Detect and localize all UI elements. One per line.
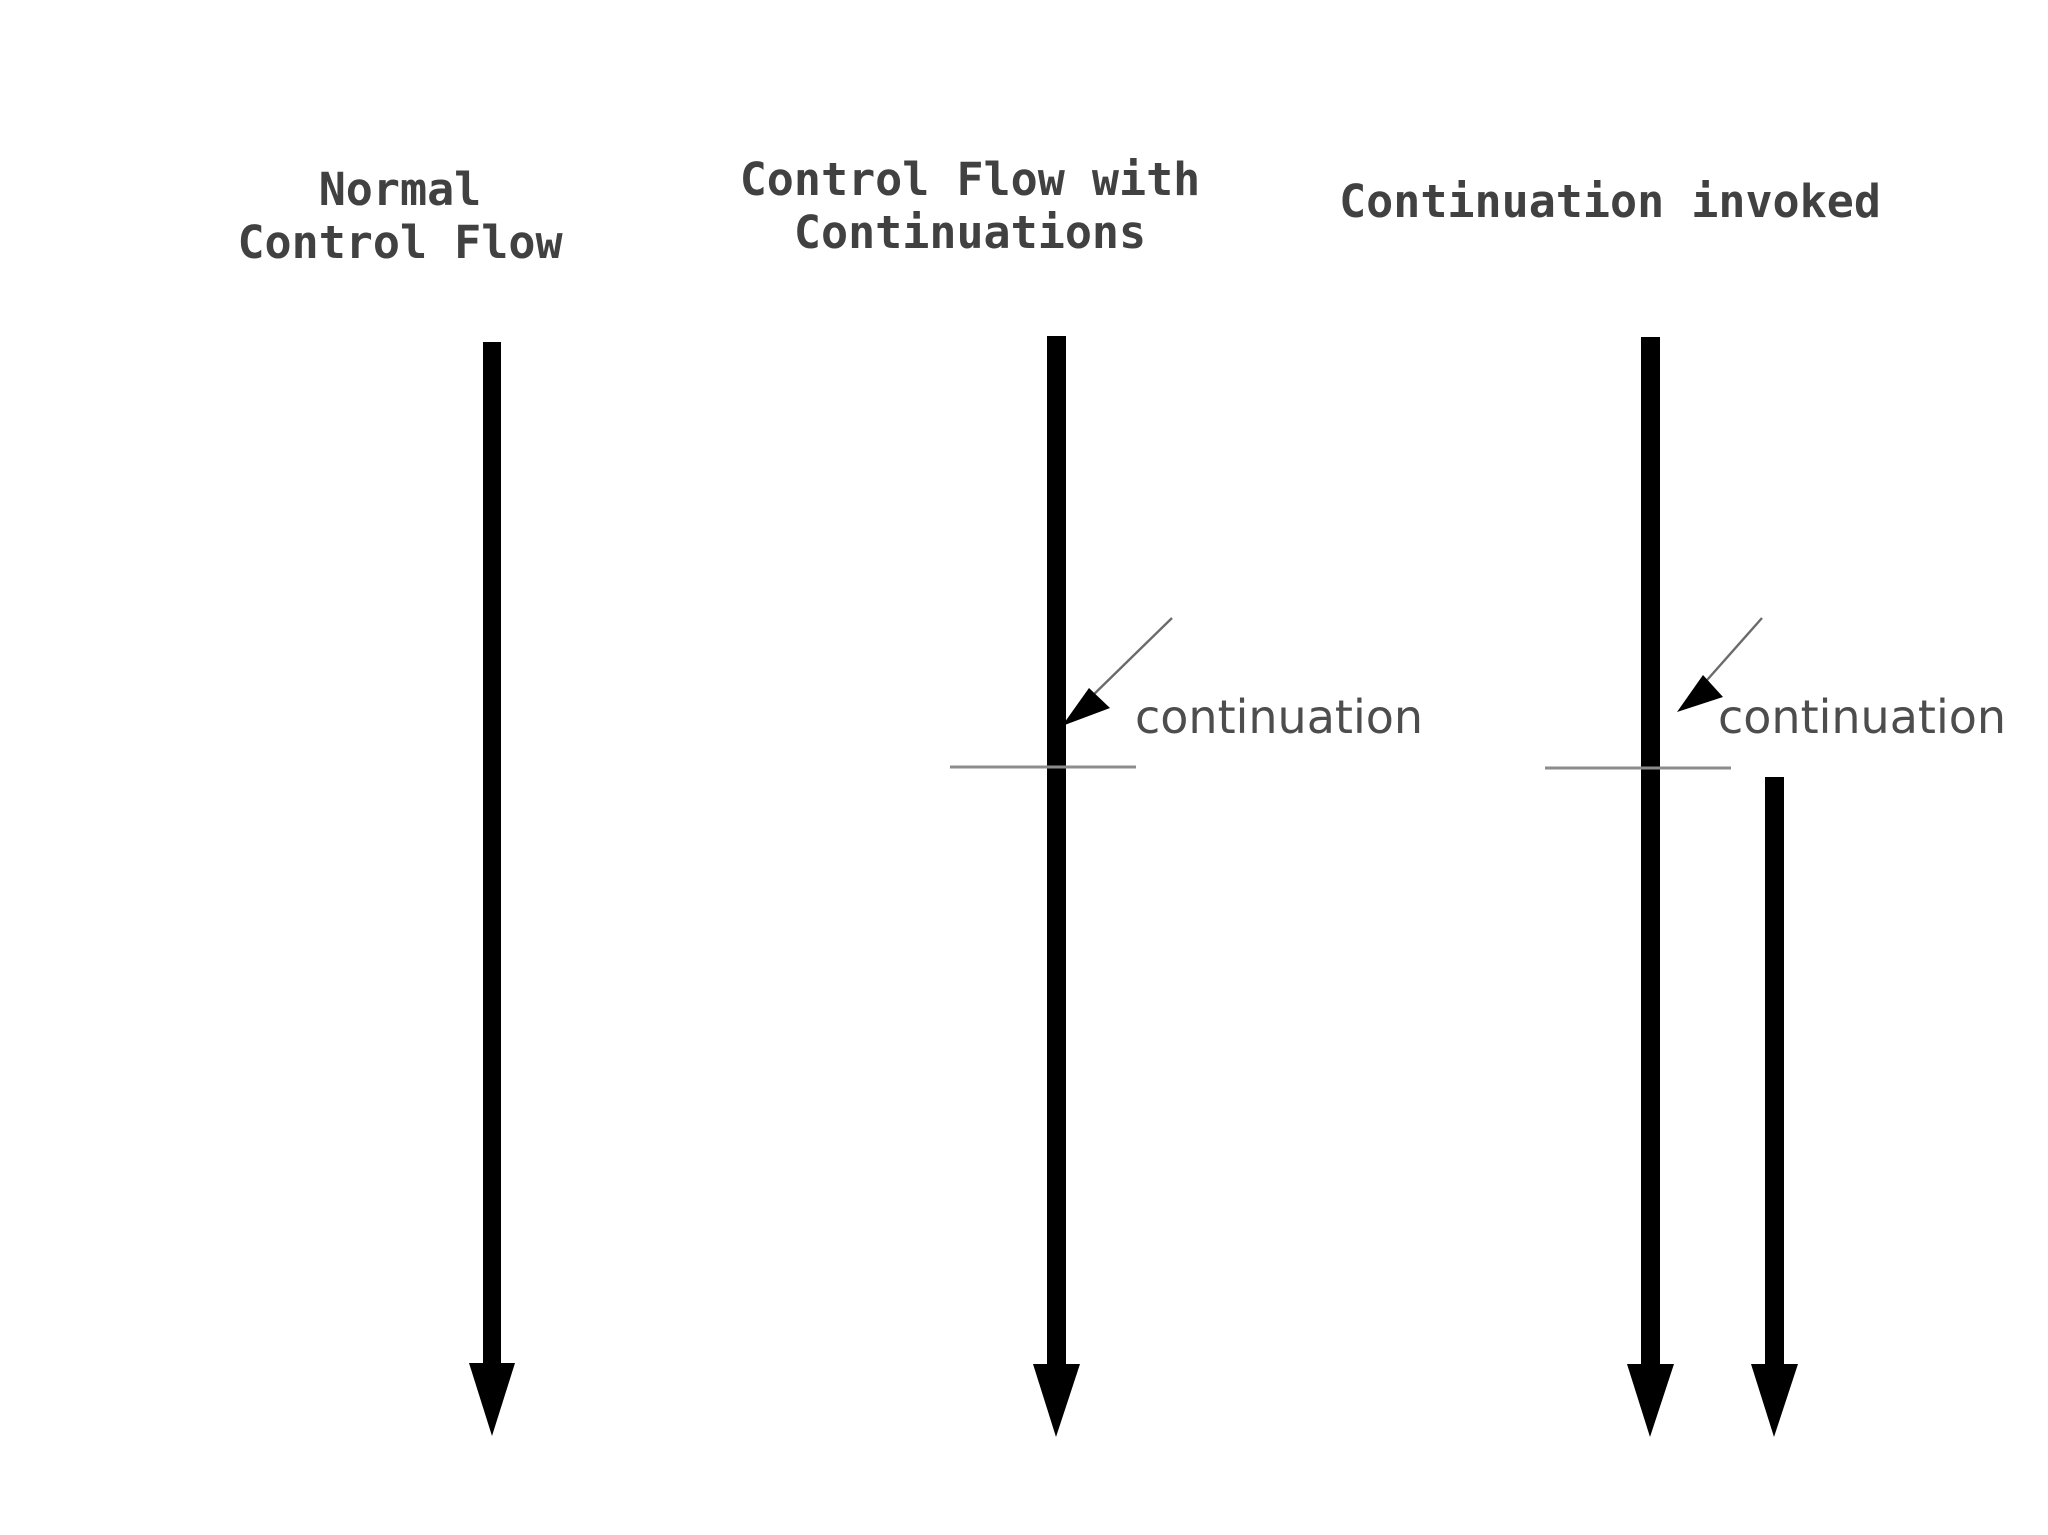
arrowhead-down-icon-invoked-branch <box>1751 1364 1798 1437</box>
control-flow-line-normal <box>483 342 501 1363</box>
continuation-label-right: continuation <box>1718 690 2007 744</box>
arrowhead-down-icon-continuations <box>1033 1364 1080 1437</box>
normal-control-flow-arrow <box>469 342 515 1436</box>
control-flow-line-continuations <box>1047 336 1066 1364</box>
control-flow-with-continuations-arrow <box>1033 336 1080 1437</box>
arrowhead-down-icon-normal <box>469 1363 515 1436</box>
continuation-invoked-branch-arrow <box>1751 777 1798 1437</box>
continuation-pointer-shaft-middle <box>1085 617 1173 703</box>
arrowhead-down-icon-invoked-main <box>1627 1364 1674 1437</box>
continuation-pointer-arrow-middle <box>1062 617 1173 726</box>
control-flow-line-invoked-branch <box>1765 777 1784 1364</box>
continuation-pointer-arrow-right <box>1677 617 1763 712</box>
continuation-pointer-arrowhead-icon-right <box>1677 675 1723 712</box>
panel-title-normal-control-flow: Normal Control Flow <box>237 163 563 270</box>
continuation-pointer-shaft-right <box>1699 617 1763 689</box>
panel-title-continuation-invoked: Continuation invoked <box>1339 175 1881 228</box>
panel-title-control-flow-with-continuations: Control Flow with Continuations <box>739 153 1201 260</box>
continuation-label-middle: continuation <box>1135 690 1424 744</box>
continuation-invoked-main-arrow <box>1627 337 1674 1437</box>
control-flow-line-invoked-main <box>1641 337 1660 1364</box>
continuation-pointer-arrowhead-icon-middle <box>1062 688 1110 726</box>
